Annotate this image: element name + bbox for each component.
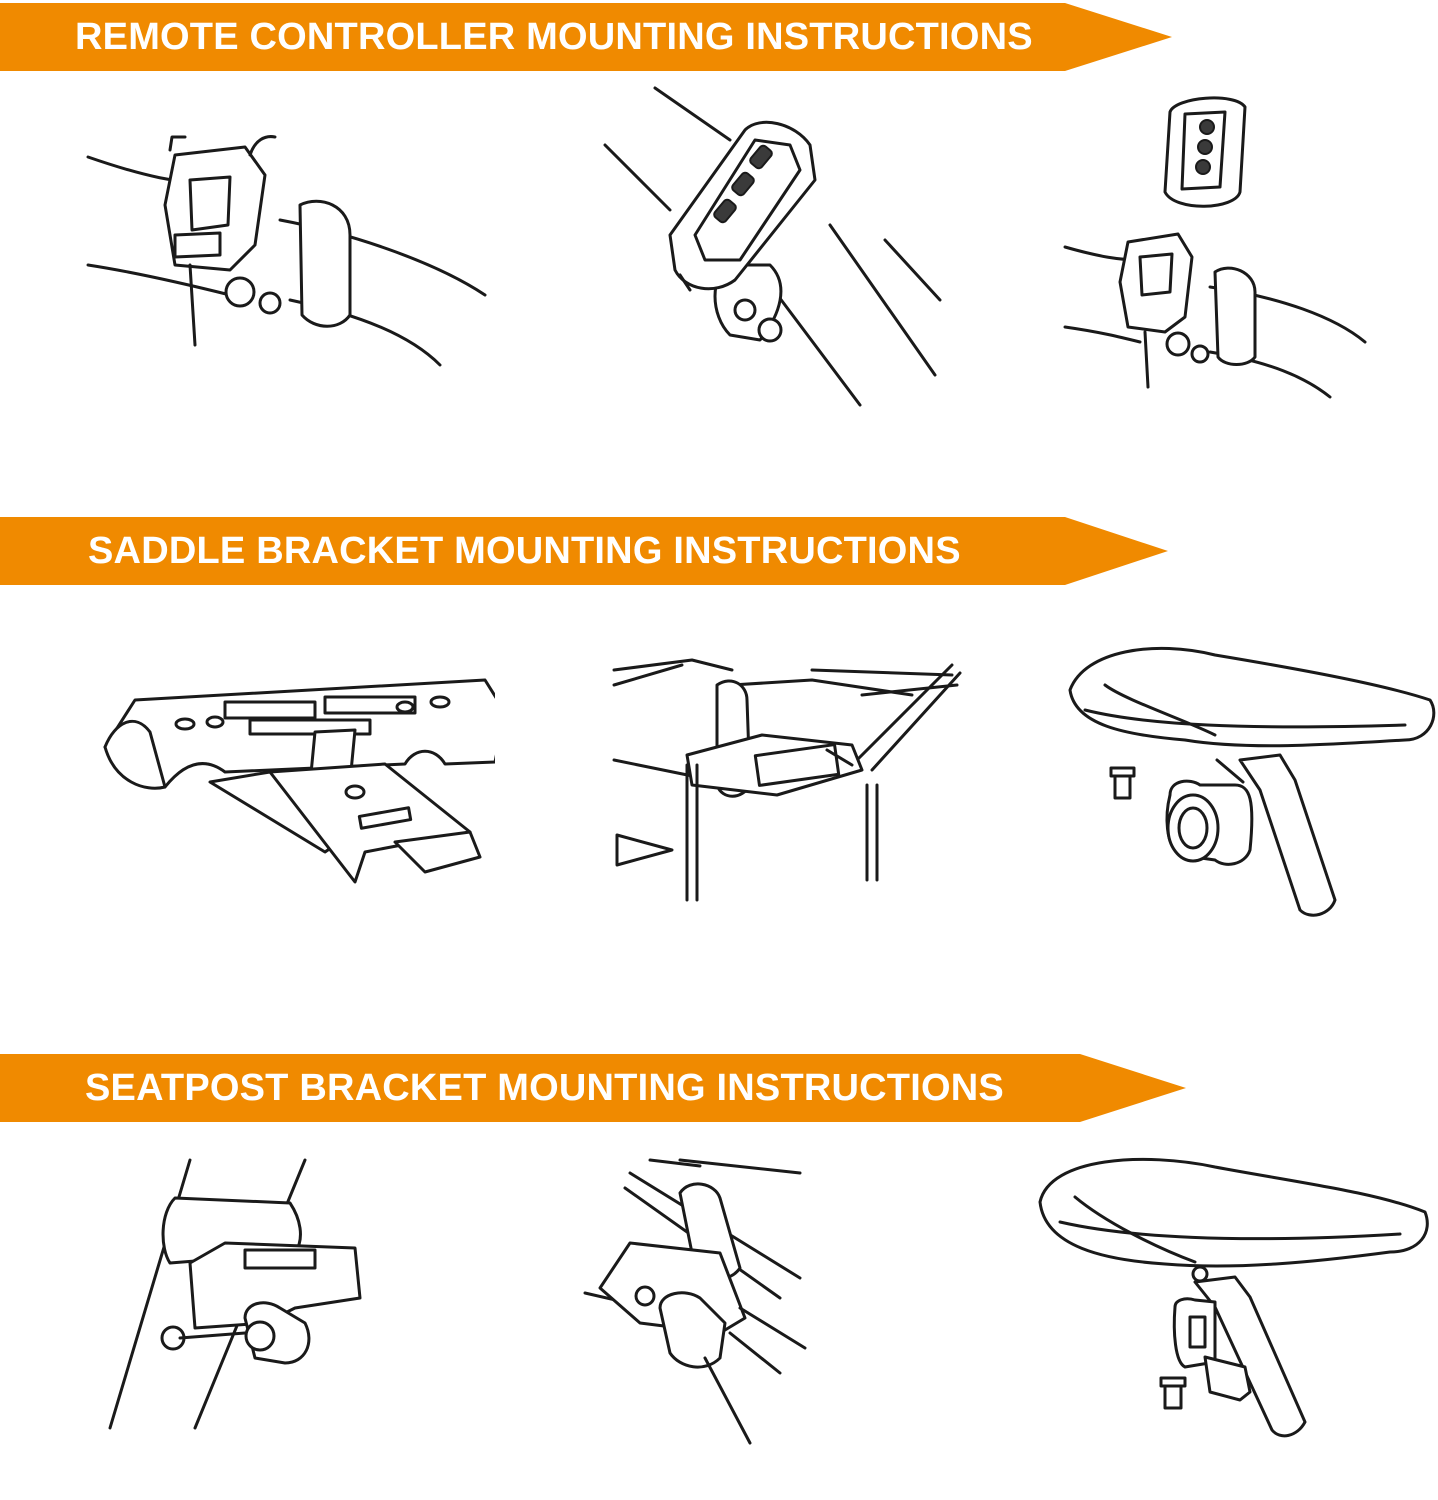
section-banner-seatpost: SEATPOST BRACKET MOUNTING INSTRUCTIONS xyxy=(0,1054,1190,1122)
section-title: SEATPOST BRACKET MOUNTING INSTRUCTIONS xyxy=(85,1067,1004,1109)
section-banner-saddle: SADDLE BRACKET MOUNTING INSTRUCTIONS xyxy=(0,517,1175,585)
banner-arrow-shape xyxy=(0,3,1172,71)
illustration-alarm-under-saddle xyxy=(1065,640,1438,920)
illustration-saddle-bracket-parts xyxy=(95,672,495,887)
section-banner-remote: REMOTE CONTROLLER MOUNTING INSTRUCTIONS xyxy=(0,3,1175,71)
illustration-seatpost-strap-bracket xyxy=(105,1158,365,1438)
banner-arrow-shape xyxy=(0,517,1168,585)
section-title: REMOTE CONTROLLER MOUNTING INSTRUCTIONS xyxy=(75,16,1033,58)
illustration-bracket-on-saddle-rails xyxy=(612,655,967,905)
illustration-remote-insert-into-clip xyxy=(1060,92,1375,402)
illustration-alarm-on-seatpost xyxy=(1035,1152,1435,1442)
illustration-handlebar-clip-mount xyxy=(80,125,500,375)
illustration-remote-snap-on xyxy=(600,85,950,410)
banner-arrow-shape xyxy=(0,1054,1186,1122)
illustration-bracket-on-seatpost xyxy=(580,1158,815,1448)
section-title: SADDLE BRACKET MOUNTING INSTRUCTIONS xyxy=(88,530,961,572)
